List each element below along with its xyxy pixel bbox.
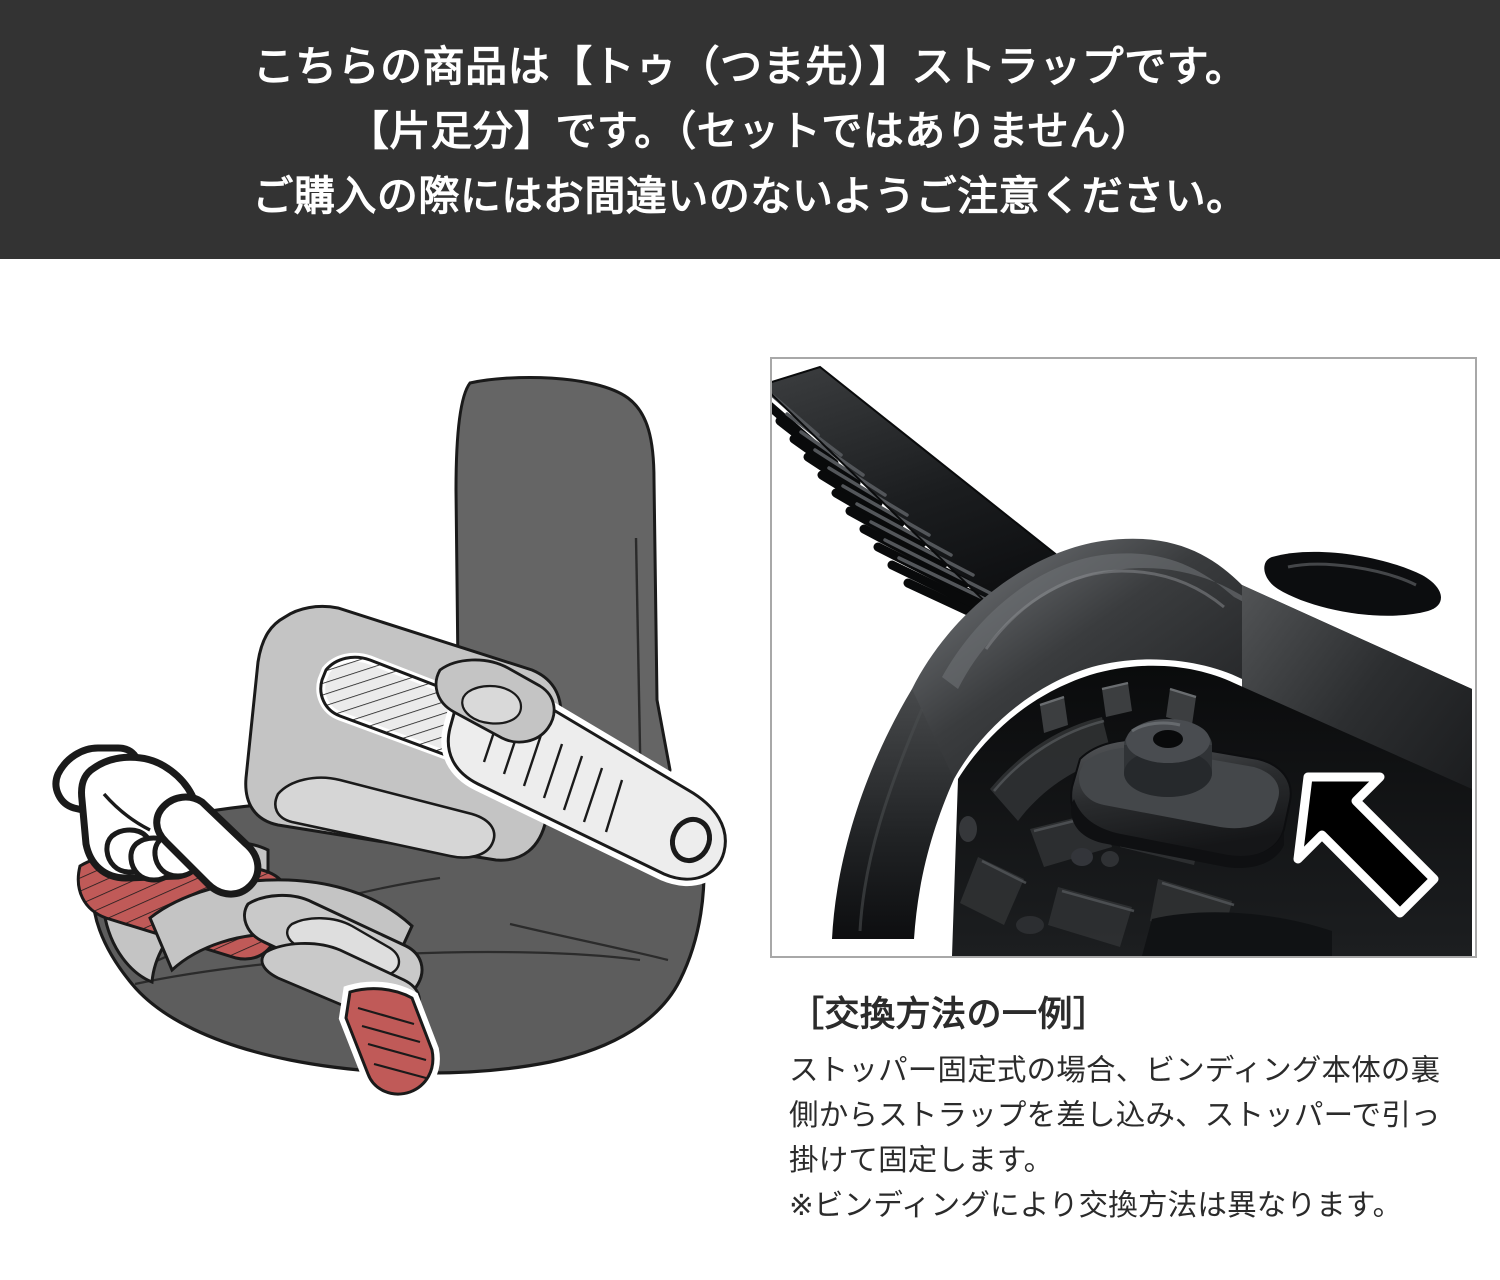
- caption-body: ストッパー固定式の場合、ビンディング本体の裏 側からストラップを差し込み、ストッ…: [789, 1048, 1489, 1228]
- stopper-plate: [1070, 719, 1292, 869]
- notice-line-2: 【片足分】です。（セットではありません）: [347, 108, 1153, 154]
- stopper-photo: [770, 357, 1477, 958]
- notice-line-1: こちらの商品は【トゥ（つま先）】ストラップです。: [252, 43, 1248, 90]
- up-left-arrow-icon: [1293, 772, 1439, 918]
- notice-banner: こちらの商品は【トゥ（つま先）】ストラップです。 【片足分】です。（セットではあ…: [0, 0, 1500, 259]
- ankle-ratchet-tail: [434, 658, 733, 887]
- caption-body-line-1: ストッパー固定式の場合、ビンディング本体の裏: [789, 1054, 1441, 1087]
- caption-body-line-4: ※ビンディングにより交換方法は異なります。: [789, 1189, 1403, 1222]
- caption-heading: ［交換方法の一例］: [789, 995, 1109, 1034]
- binding-illustration: [40, 370, 750, 1130]
- caption-body-line-3: 掛けて固定します。: [789, 1144, 1054, 1177]
- caption-block: ［交換方法の一例］ ストッパー固定式の場合、ビンディング本体の裏 側からストラッ…: [789, 992, 1489, 1228]
- pointing-hand-icon: [52, 744, 262, 898]
- caption-body-line-2: 側からストラップを差し込み、ストッパーで引っ: [789, 1099, 1441, 1132]
- notice-line-3: ご購入の際にはお間違いのないようご注意ください。: [252, 173, 1248, 219]
